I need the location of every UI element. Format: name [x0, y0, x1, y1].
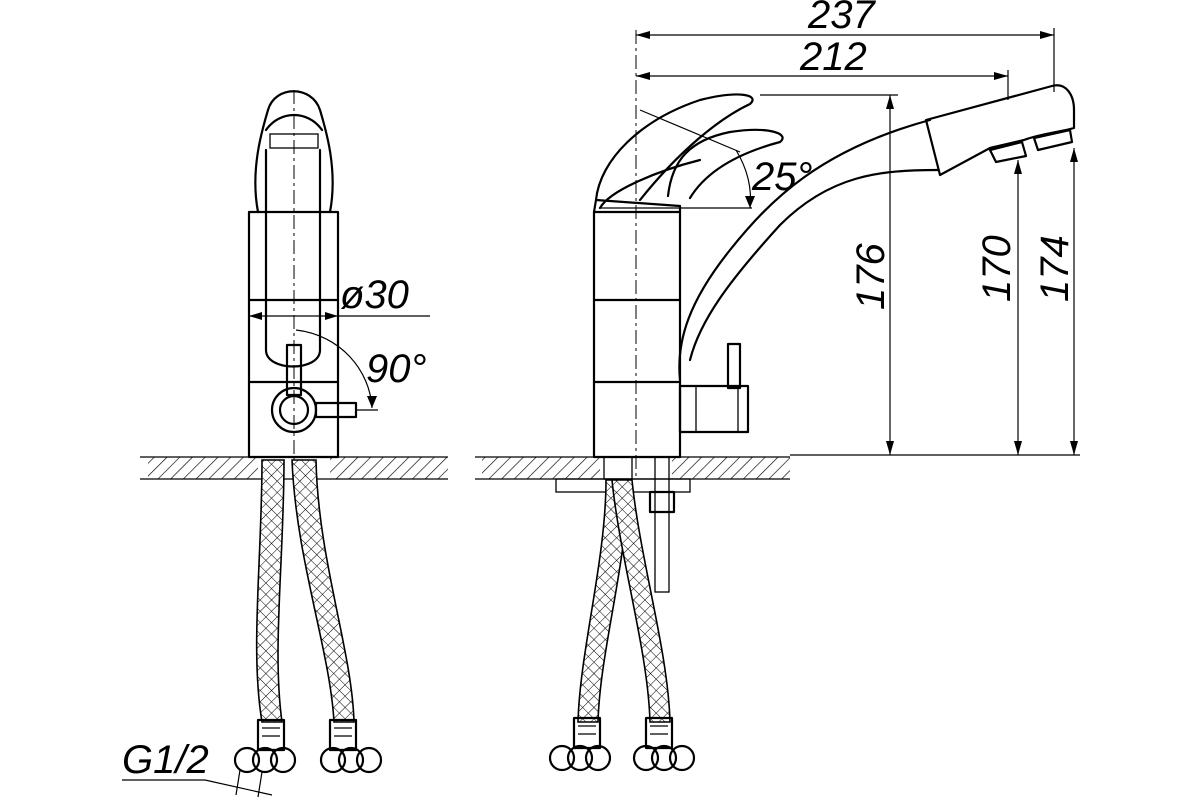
spout-width-label: 212 — [799, 35, 867, 79]
rotation-angle-label: 90° — [366, 347, 427, 391]
diameter-dimension: ø30 — [249, 273, 430, 320]
thread-label: G1/2 — [122, 738, 209, 782]
rotation-angle-dimension: 90° — [295, 329, 427, 411]
handle-angle-label: 25° — [751, 155, 813, 199]
front-view: ø30 90° — [122, 90, 448, 798]
handle-angle-dimension: 25° — [600, 109, 813, 209]
supply-hoses-front — [233, 459, 383, 774]
faucet-body-side — [592, 30, 1076, 480]
supply-hoses-side — [548, 456, 696, 772]
width-dimensions: 237 212 — [636, 0, 1055, 100]
outlet-height-2-label: 174 — [1033, 235, 1077, 302]
countertop-front — [140, 456, 448, 480]
thread-dimension: G1/2 — [122, 738, 273, 798]
overall-width-label: 237 — [807, 0, 876, 37]
handle-height-label: 176 — [849, 243, 893, 310]
outlet-height-1-label: 170 — [975, 235, 1019, 302]
side-view: 237 212 25° 176 170 — [475, 0, 1080, 772]
height-dimensions: 176 170 174 — [760, 94, 1080, 456]
diameter-label: ø30 — [340, 273, 409, 317]
